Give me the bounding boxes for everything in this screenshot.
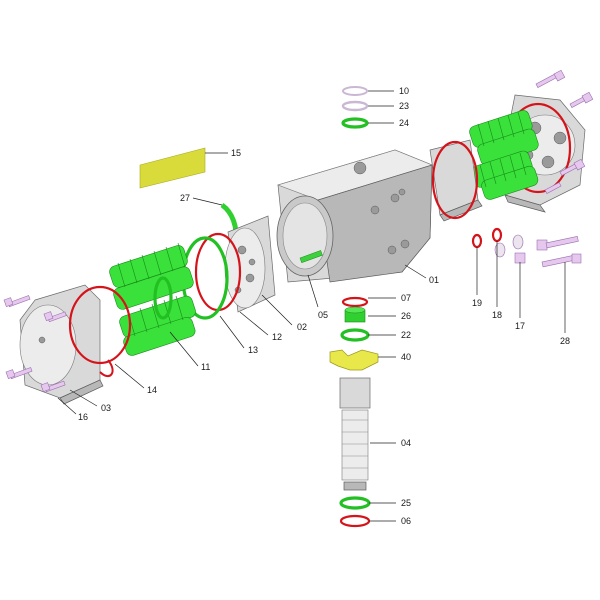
callout-26: 26	[401, 311, 411, 321]
callout-12: 12	[272, 332, 282, 342]
callout-14: 14	[147, 385, 157, 395]
callout-labels: 10 23 24 15 27 01 02 12 13 11 14 03 16 0…	[78, 86, 570, 526]
actuator-body	[276, 149, 433, 283]
bolt-icon	[541, 253, 582, 268]
callout-18: 18	[492, 310, 502, 320]
bolt-icon	[40, 380, 66, 393]
callout-07: 07	[401, 293, 411, 303]
cam-icon	[329, 349, 379, 371]
right-piston	[429, 139, 483, 222]
bolt-icon	[559, 158, 586, 176]
callout-02: 02	[297, 322, 307, 332]
left-piston	[181, 215, 276, 320]
callout-28: 28	[560, 336, 570, 346]
callout-25: 25	[401, 498, 411, 508]
bolt-icon	[43, 311, 67, 323]
right-springs	[469, 110, 539, 200]
bolt-icon	[5, 367, 33, 380]
callout-27: 27	[180, 193, 190, 203]
callout-10: 10	[399, 86, 409, 96]
bolt-icon	[544, 182, 562, 194]
top-ring-stack	[341, 86, 369, 129]
callout-40: 40	[401, 352, 411, 362]
callout-05: 05	[318, 310, 328, 320]
callout-04: 04	[401, 438, 411, 448]
bolt-icon	[569, 91, 594, 108]
callout-11: 11	[201, 362, 210, 372]
callout-06: 06	[401, 516, 411, 526]
left-cap-bolts	[3, 295, 67, 393]
callout-22: 22	[401, 330, 411, 340]
callout-15: 15	[231, 148, 241, 158]
callout-01: 01	[429, 275, 439, 285]
shaft-stack	[329, 296, 379, 528]
nameplate-label	[139, 147, 206, 189]
callout-19: 19	[472, 298, 482, 308]
bolt-icon	[535, 69, 566, 88]
callout-17: 17	[515, 321, 525, 331]
right-cap-bolts	[535, 69, 594, 194]
left-end-cap	[19, 284, 132, 405]
callout-13: 13	[248, 345, 258, 355]
small-hardware	[471, 227, 582, 268]
callout-23: 23	[399, 101, 409, 111]
leader-lines	[57, 90, 566, 522]
bolt-icon	[536, 235, 579, 251]
callout-03: 03	[101, 403, 111, 413]
callout-24: 24	[399, 118, 409, 128]
callout-16: 16	[78, 412, 88, 422]
left-springs	[109, 242, 196, 356]
bolt-icon	[3, 295, 31, 308]
